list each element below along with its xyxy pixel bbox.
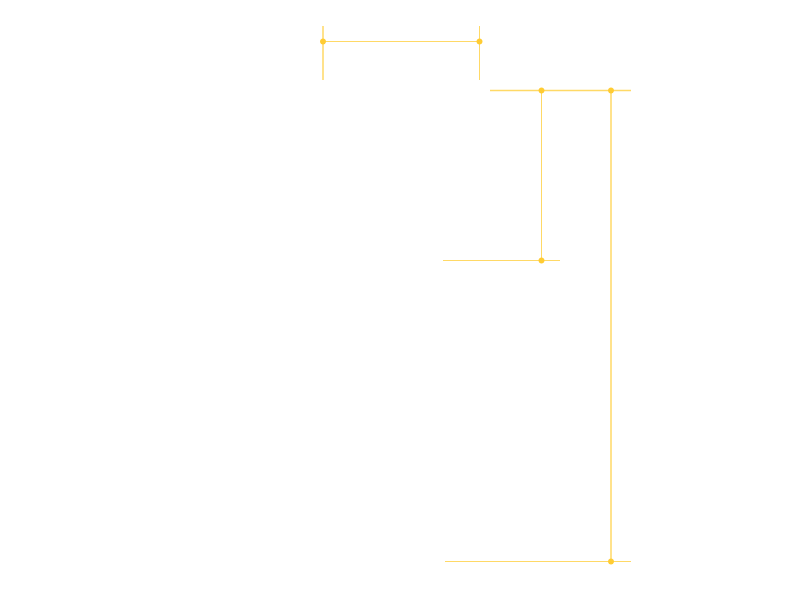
horizontal-dimension-top xyxy=(320,26,483,80)
endpoint-dot xyxy=(538,87,545,94)
endpoint-dot xyxy=(608,87,614,94)
vertical-dimension-long xyxy=(445,87,631,565)
vertical-dimension-short xyxy=(443,87,631,264)
endpoint-dot xyxy=(608,558,614,565)
endpoint-dot xyxy=(538,257,545,264)
endpoint-dot xyxy=(476,38,483,45)
endpoint-dot xyxy=(320,38,326,45)
